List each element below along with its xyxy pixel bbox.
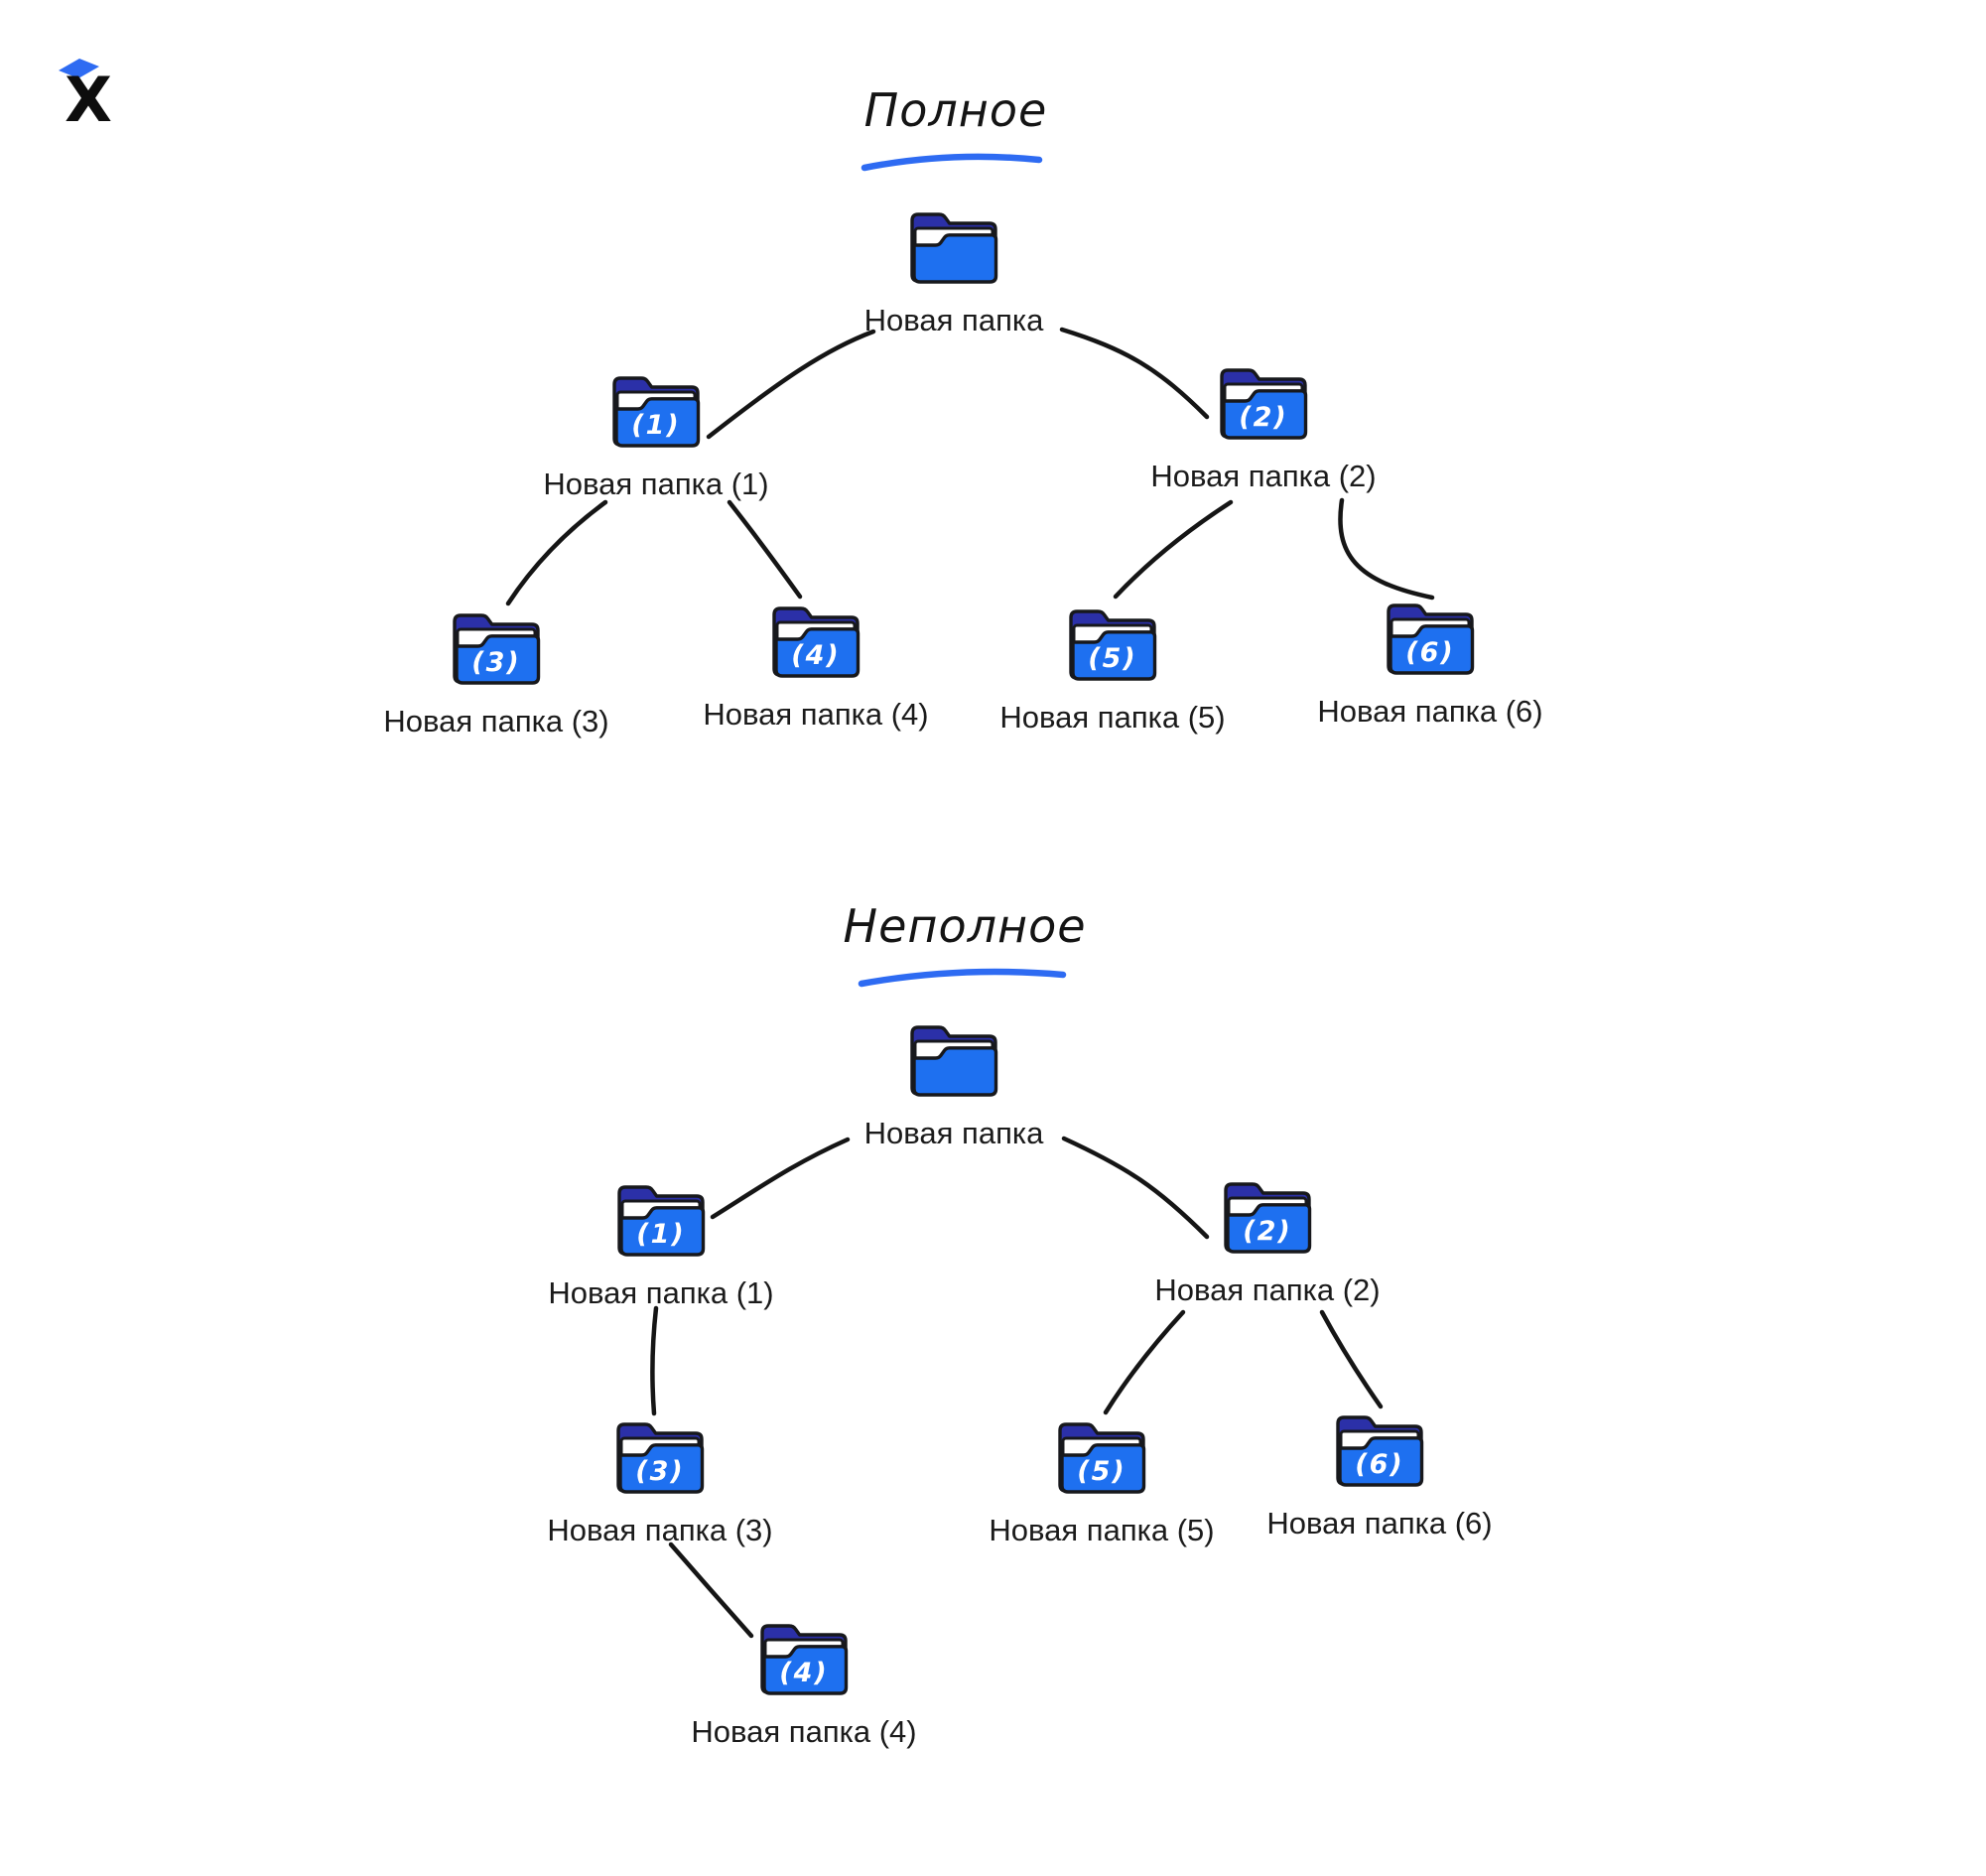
folder-front: [614, 397, 701, 448]
folder-icon: [772, 606, 861, 678]
folder-label: Новая папка (2): [1154, 1273, 1381, 1307]
folder-icon-wrap: (2): [1220, 1176, 1315, 1258]
folder-front: [1226, 1203, 1312, 1254]
folder-icon-wrap: (5): [1054, 1416, 1149, 1498]
folder-icon: [453, 613, 541, 685]
folder-front: [912, 1046, 998, 1097]
folder-badge: (5): [1088, 643, 1137, 674]
tree-title-partial: Неполное: [843, 899, 1087, 953]
folder-icon-wrap: (2): [1216, 362, 1311, 444]
folder-label: Новая папка (1): [548, 1275, 774, 1310]
folder-icon-wrap: (6): [1383, 598, 1478, 679]
folder-label: Новая папка (3): [383, 704, 609, 738]
folder-front: [912, 233, 998, 284]
folder-icon: [910, 212, 998, 284]
folder-icon-wrap: (6): [1332, 1409, 1427, 1491]
edge-n2-n5: [1113, 499, 1234, 600]
folder-label: Новая папка (4): [691, 1714, 917, 1749]
folder-icon: [1069, 609, 1157, 681]
folder-badge: (1): [636, 1219, 686, 1250]
folder-badge: (6): [1405, 637, 1455, 668]
folder-node-full-1: (1) Новая папка (1): [467, 370, 845, 502]
edge-n1-n3: [650, 1305, 659, 1416]
folder-node-full-root: Новая папка: [765, 206, 1142, 338]
folder-node-partial-4: (4) Новая папка (4): [615, 1618, 993, 1750]
folder-label: Новая папка: [863, 303, 1044, 337]
folder-node-full-4: (4) Новая папка (4): [627, 601, 1004, 733]
folder-badge: (6): [1355, 1449, 1404, 1480]
underline-full: [861, 153, 1043, 172]
folder-icon: [1058, 1422, 1146, 1494]
folder-node-full-6: (6) Новая папка (6): [1242, 598, 1619, 730]
folder-icon: [616, 1422, 705, 1494]
folder-front: [619, 1206, 706, 1257]
folder-node-partial-root: Новая папка: [765, 1019, 1142, 1151]
folder-icon-wrap: (4): [756, 1618, 852, 1699]
logo-diamond-icon: [59, 59, 99, 78]
folder-badge: (2): [1239, 402, 1288, 433]
folder-icon: [1387, 603, 1475, 675]
folder-badge: (4): [779, 1658, 829, 1688]
folder-label: Новая папка (4): [703, 697, 929, 732]
folder-badge: (5): [1077, 1456, 1126, 1487]
tree-title-full: Полное: [863, 83, 1048, 137]
folder-icon: [910, 1025, 998, 1097]
folder-badge: (3): [635, 1456, 685, 1487]
folder-icon: [1336, 1415, 1424, 1487]
folder-icon-wrap: (1): [613, 1179, 709, 1261]
folder-front: [1060, 1443, 1146, 1494]
folder-label: Новая папка (5): [999, 700, 1226, 735]
edge-n2-n6: [1338, 497, 1435, 601]
folder-icon-wrap: (5): [1065, 603, 1160, 685]
folder-node-full-3: (3) Новая папка (3): [308, 607, 685, 739]
folder-badge: (2): [1243, 1216, 1292, 1247]
folder-badge: (1): [631, 410, 681, 441]
folder-label: Новая папка (1): [543, 467, 769, 501]
folder-label: Новая папка (2): [1150, 459, 1377, 493]
folder-label: Новая папка (5): [989, 1513, 1215, 1547]
folder-node-full-2: (2) Новая папка (2): [1075, 362, 1452, 494]
folder-icon: [1220, 368, 1308, 440]
folder-front: [774, 627, 861, 678]
folder-icon: [612, 376, 701, 448]
edge-n1-n4: [727, 499, 803, 600]
folder-icon: [1224, 1182, 1312, 1254]
folder-label: Новая папка (6): [1317, 694, 1543, 729]
folder-label: Новая папка (6): [1266, 1506, 1493, 1541]
folder-front: [1338, 1436, 1424, 1487]
folder-front: [455, 634, 541, 685]
folder-icon-wrap: (3): [612, 1416, 708, 1498]
folder-front: [1389, 624, 1475, 675]
hexlet-logo-icon: X: [59, 59, 112, 136]
folder-node-partial-5: (5) Новая папка (5): [913, 1416, 1290, 1548]
edge-n2-n5: [1103, 1309, 1186, 1415]
folder-node-partial-6: (6) Новая папка (6): [1191, 1409, 1568, 1541]
folder-badge: (4): [791, 640, 841, 671]
folder-icon-wrap: (3): [449, 607, 544, 689]
folder-front: [762, 1645, 849, 1695]
folder-node-partial-3: (3) Новая папка (3): [471, 1416, 849, 1548]
folder-icon: [760, 1624, 849, 1695]
folder-label: Новая папка (3): [547, 1513, 773, 1547]
folder-node-partial-1: (1) Новая папка (1): [472, 1179, 850, 1311]
folder-icon-wrap: [906, 1019, 1001, 1101]
edge-n2-n6: [1319, 1309, 1384, 1409]
folder-icon: [617, 1185, 706, 1257]
edge-n1-n3: [505, 499, 608, 606]
folder-front: [618, 1443, 705, 1494]
folder-front: [1222, 389, 1308, 440]
folder-node-partial-2: (2) Новая папка (2): [1079, 1176, 1456, 1308]
folder-icon-wrap: (1): [608, 370, 704, 452]
folder-label: Новая папка: [863, 1116, 1044, 1150]
hexlet-logo: X: [40, 48, 135, 136]
folder-front: [1071, 630, 1157, 681]
underline-partial: [858, 968, 1067, 988]
folder-icon-wrap: [906, 206, 1001, 288]
folder-badge: (3): [471, 647, 521, 678]
folder-icon-wrap: (4): [768, 601, 863, 682]
logo-letter: X: [65, 64, 112, 131]
folder-node-full-5: (5) Новая папка (5): [924, 603, 1301, 736]
